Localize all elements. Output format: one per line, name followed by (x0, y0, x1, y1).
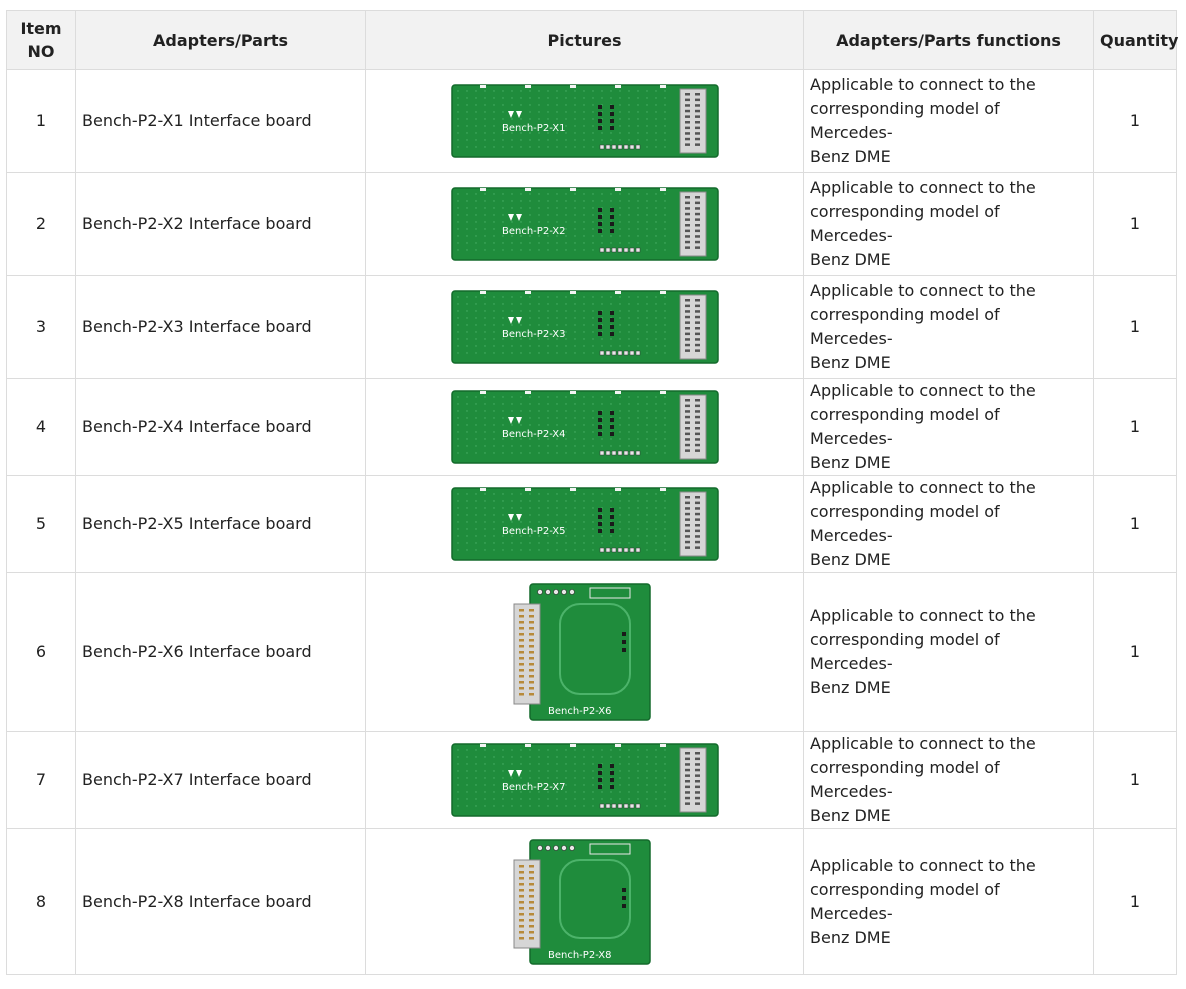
part-function: Applicable to connect to the correspondin… (803, 172, 1094, 276)
part-function: Applicable to connect to the correspondin… (803, 475, 1094, 573)
interface-board-image: Bench-P2-X3 (450, 290, 719, 364)
function-line: corresponding model of Mercedes- (810, 202, 1000, 245)
function-line: corresponding model of Mercedes- (810, 630, 1000, 673)
interface-board-image: Bench-P2-X8 (513, 838, 651, 965)
part-name: Bench-P2-X8 Interface board (75, 828, 366, 975)
part-name: Bench-P2-X6 Interface board (75, 572, 366, 732)
part-function: Applicable to connect to the correspondin… (803, 572, 1094, 732)
function-line: Benz DME (810, 250, 891, 269)
item-number: 7 (6, 731, 76, 829)
item-number: 5 (6, 475, 76, 573)
function-line: Benz DME (810, 453, 891, 472)
part-picture-cell: Bench-P2-X8 (365, 828, 804, 975)
header-quantity: Quantity (1093, 10, 1178, 70)
header-item-no-line1: Item (20, 19, 62, 38)
item-number: 1 (6, 69, 76, 173)
interface-board-image: Bench-P2-X1 (450, 84, 719, 158)
header-functions: Adapters/Parts functions (803, 10, 1094, 70)
part-name: Bench-P2-X4 Interface board (75, 378, 366, 476)
quantity-value: 1 (1093, 475, 1177, 573)
quantity-value: 1 (1093, 572, 1177, 732)
function-line: Applicable to connect to the (810, 606, 1036, 625)
function-line: corresponding model of Mercedes- (810, 758, 1000, 801)
part-function: Applicable to connect to the correspondin… (803, 378, 1094, 476)
quantity-value: 1 (1093, 731, 1177, 829)
part-picture-cell: Bench-P2-X1 (365, 69, 804, 173)
function-line: Benz DME (810, 353, 891, 372)
interface-board-image: Bench-P2-X5 (450, 487, 719, 561)
function-line: Benz DME (810, 550, 891, 569)
part-picture-cell: Bench-P2-X5 (365, 475, 804, 573)
board-label: Bench-P2-X3 (502, 329, 566, 340)
function-line: Applicable to connect to the (810, 281, 1036, 300)
function-line: corresponding model of Mercedes- (810, 502, 1000, 545)
interface-board-image: Bench-P2-X4 (450, 390, 719, 464)
board-label: Bench-P2-X1 (502, 123, 566, 134)
header-pictures: Pictures (365, 10, 804, 70)
header-adapters-parts: Adapters/Parts (75, 10, 366, 70)
part-name: Bench-P2-X7 Interface board (75, 731, 366, 829)
item-number: 8 (6, 828, 76, 975)
function-line: corresponding model of Mercedes- (810, 99, 1000, 142)
board-label: Bench-P2-X2 (502, 226, 566, 237)
board-label: Bench-P2-X7 (502, 782, 566, 793)
function-line: Applicable to connect to the (810, 478, 1036, 497)
part-picture-cell: Bench-P2-X4 (365, 378, 804, 476)
item-number: 6 (6, 572, 76, 732)
board-label: Bench-P2-X5 (502, 526, 566, 537)
part-function: Applicable to connect to the correspondin… (803, 275, 1094, 379)
interface-board-image: Bench-P2-X2 (450, 187, 719, 261)
interface-board-image: Bench-P2-X7 (450, 743, 719, 817)
part-function: Applicable to connect to the correspondin… (803, 731, 1094, 829)
part-name: Bench-P2-X2 Interface board (75, 172, 366, 276)
part-function: Applicable to connect to the correspondin… (803, 69, 1094, 173)
function-line: Applicable to connect to the (810, 855, 1036, 875)
board-label: Bench-P2-X4 (502, 429, 566, 440)
part-name: Bench-P2-X5 Interface board (75, 475, 366, 573)
interface-board-image: Bench-P2-X6 (513, 583, 651, 721)
item-number: 2 (6, 172, 76, 276)
quantity-value: 1 (1093, 275, 1177, 379)
function-line: Benz DME (810, 678, 891, 697)
function-line: Benz DME (810, 806, 891, 825)
item-number: 3 (6, 275, 76, 379)
part-picture-cell: Bench-P2-X7 (365, 731, 804, 829)
function-line: corresponding model of Mercedes- (810, 405, 1000, 448)
quantity-value: 1 (1093, 378, 1177, 476)
part-picture-cell: Bench-P2-X2 (365, 172, 804, 276)
function-line: Benz DME (810, 147, 891, 166)
function-line: Applicable to connect to the (810, 75, 1036, 94)
function-line: Benz DME (810, 927, 891, 947)
part-name: Bench-P2-X3 Interface board (75, 275, 366, 379)
board-label: Bench-P2-X8 (548, 950, 612, 961)
item-number: 4 (6, 378, 76, 476)
part-picture-cell: Bench-P2-X3 (365, 275, 804, 379)
quantity-value: 1 (1093, 828, 1177, 975)
header-item-no-line2: NO (27, 42, 55, 61)
part-picture-cell: Bench-P2-X6 (365, 572, 804, 732)
part-function: Applicable to connect to the correspondin… (803, 828, 1094, 975)
function-line: Applicable to connect to the (810, 734, 1036, 753)
function-line: corresponding model of Mercedes- (810, 305, 1000, 348)
function-line: corresponding model of Mercedes- (810, 879, 1000, 923)
board-label: Bench-P2-X6 (548, 706, 612, 717)
function-line: Applicable to connect to the (810, 178, 1036, 197)
function-line: Applicable to connect to the (810, 381, 1036, 400)
quantity-value: 1 (1093, 172, 1177, 276)
part-name: Bench-P2-X1 Interface board (75, 69, 366, 173)
quantity-value: 1 (1093, 69, 1177, 173)
